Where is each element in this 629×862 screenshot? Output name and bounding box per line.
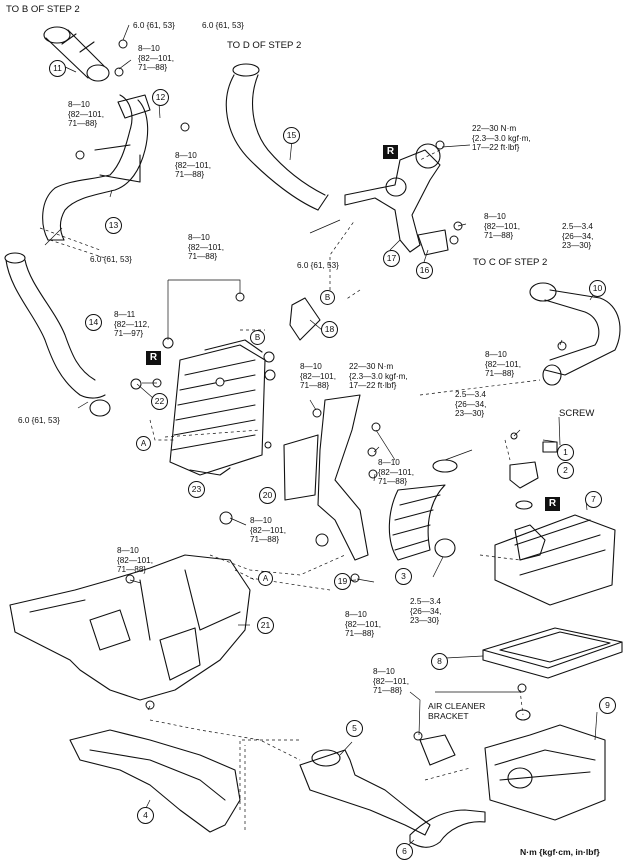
- torque-nut19: 8—10 {82—101, 71—88}: [345, 610, 381, 639]
- callout-part-1: 1: [557, 444, 574, 461]
- hose-part-15: [225, 63, 329, 211]
- bracket-part-19: [317, 394, 369, 561]
- callout-part-19: 19: [334, 573, 351, 590]
- ref-to-b-step2: TO B OF STEP 2: [6, 4, 80, 15]
- torque-bracket19: 8—10 {82—101, 71—88}: [378, 458, 414, 487]
- torque-sensor22: 8—11 {82—112, 71—97}: [114, 310, 150, 339]
- callout-part-13: 13: [105, 217, 122, 234]
- bracket-part-16: [417, 229, 449, 256]
- leader-lines: [44, 24, 598, 850]
- pipe-part-17: [344, 143, 441, 253]
- torque-nm-mid: 22—30 N·m {2.3—3.0 kgf·m, 17—22 ft·lbf}: [349, 362, 408, 391]
- duct-part-21: [9, 554, 251, 701]
- torque-top-bolt: 8—10 {82—101, 71—88}: [138, 44, 174, 73]
- callout-part-4: 4: [137, 807, 154, 824]
- torque-clamp3-lower: 2.5—3.4 {26—34, 23—30}: [410, 597, 442, 626]
- intercooler-part-23: [169, 339, 266, 476]
- clamp-part-14: [89, 399, 111, 417]
- torque-clamp-c: 2.5—3.4 {26—34, 23—30}: [562, 222, 594, 251]
- callout-part-12: 12: [152, 89, 169, 106]
- callout-part-11: 11: [49, 60, 66, 77]
- replace-badge-upper: R: [383, 145, 398, 159]
- torque-clamp15-lower: 6.0 {61, 53}: [297, 261, 339, 270]
- torque-cleaner: 8—10 {82—101, 71—88}: [373, 667, 409, 696]
- callout-part-8: 8: [431, 653, 448, 670]
- fasteners: [75, 39, 567, 741]
- callout-part-5: 5: [346, 720, 363, 737]
- duct-part-10: [529, 282, 621, 386]
- bracket-part-18: [289, 297, 321, 341]
- duct-part-4: [69, 729, 241, 833]
- callout-part-23: 23: [188, 481, 205, 498]
- hose-part-5: [299, 749, 431, 836]
- air-cleaner-bracket-label: AIR CLEANER BRACKET: [428, 701, 486, 721]
- torque-clamp14: 6.0 {61, 53}: [18, 416, 60, 425]
- filter-part-8: [482, 627, 623, 679]
- torque-intercooler-bolt: 8—10 {82—101, 71—88}: [188, 233, 224, 262]
- callout-part-3: 3: [395, 568, 412, 585]
- callout-part-14: 14: [85, 314, 102, 331]
- screw-label: SCREW: [559, 408, 595, 419]
- hose-part-11: [43, 26, 110, 82]
- callout-part-6: 6: [396, 843, 413, 860]
- torque-nm-upper: 22—30 N·m {2.3—3.0 kgf·m, 17—22 ft·lbf}: [472, 124, 531, 153]
- callout-part-10: 10: [589, 280, 606, 297]
- torque-mount23: 8—10 {82—101, 71—88}: [250, 516, 286, 545]
- hose-part-14: [4, 252, 106, 399]
- hose-part-6: [409, 809, 486, 848]
- ref-marker-b-upper: B: [320, 290, 335, 305]
- torque-clamp3-upper: 2.5—3.4 {26—34, 23—30}: [455, 390, 487, 419]
- grommet-cleaner: [515, 709, 531, 721]
- assembly-lines: [39, 149, 541, 830]
- connector-part-1: [542, 441, 558, 453]
- air-cleaner-bracket-shape: [419, 734, 456, 766]
- sensor-part-2: [509, 461, 539, 489]
- torque-bracket16: 8—10 {82—101, 71—88}: [484, 212, 520, 241]
- torque-clamp13: 6.0 {61, 53}: [90, 255, 132, 264]
- replace-badge-oring: R: [545, 497, 560, 511]
- replace-badge-sensor: R: [146, 351, 161, 365]
- callout-part-17: 17: [383, 250, 400, 267]
- torque-top-clamp-2: 6.0 {61, 53}: [202, 21, 244, 30]
- callout-part-7: 7: [585, 491, 602, 508]
- duct-part-13: [42, 94, 151, 241]
- ref-marker-a-left: A: [136, 436, 151, 451]
- callout-part-21: 21: [257, 617, 274, 634]
- torque-duct13-left: 8—10 {82—101, 71—88}: [68, 100, 104, 129]
- air-cleaner-case-part-9: [484, 724, 606, 821]
- callout-part-20: 20: [259, 487, 276, 504]
- air-cleaner-cover-part-7: [494, 514, 616, 606]
- plate-part-20: [283, 434, 319, 501]
- torque-duct13-right: 8—10 {82—101, 71—88}: [175, 151, 211, 180]
- callout-part-9: 9: [599, 697, 616, 714]
- torque-duct21: 8—10 {82—101, 71—88}: [117, 546, 153, 575]
- ref-to-c-step2: TO C OF STEP 2: [473, 257, 548, 268]
- callout-part-18: 18: [321, 321, 338, 338]
- callout-part-22: 22: [151, 393, 168, 410]
- ref-marker-b-lower: B: [250, 330, 265, 345]
- oring-part-7: [515, 500, 533, 510]
- units-legend: N·m {kgf·cm, in·lbf}: [520, 847, 600, 857]
- callout-part-2: 2: [557, 462, 574, 479]
- callout-part-16: 16: [416, 262, 433, 279]
- ref-to-d-step2: TO D OF STEP 2: [227, 40, 302, 51]
- torque-top-clamp: 6.0 {61, 53}: [133, 21, 175, 30]
- torque-duct10: 8—10 {82—101, 71—88}: [485, 350, 521, 379]
- torque-mid-left: 8—10 {82—101, 71—88}: [300, 362, 336, 391]
- ref-marker-a-right: A: [258, 571, 273, 586]
- callout-part-15: 15: [283, 127, 300, 144]
